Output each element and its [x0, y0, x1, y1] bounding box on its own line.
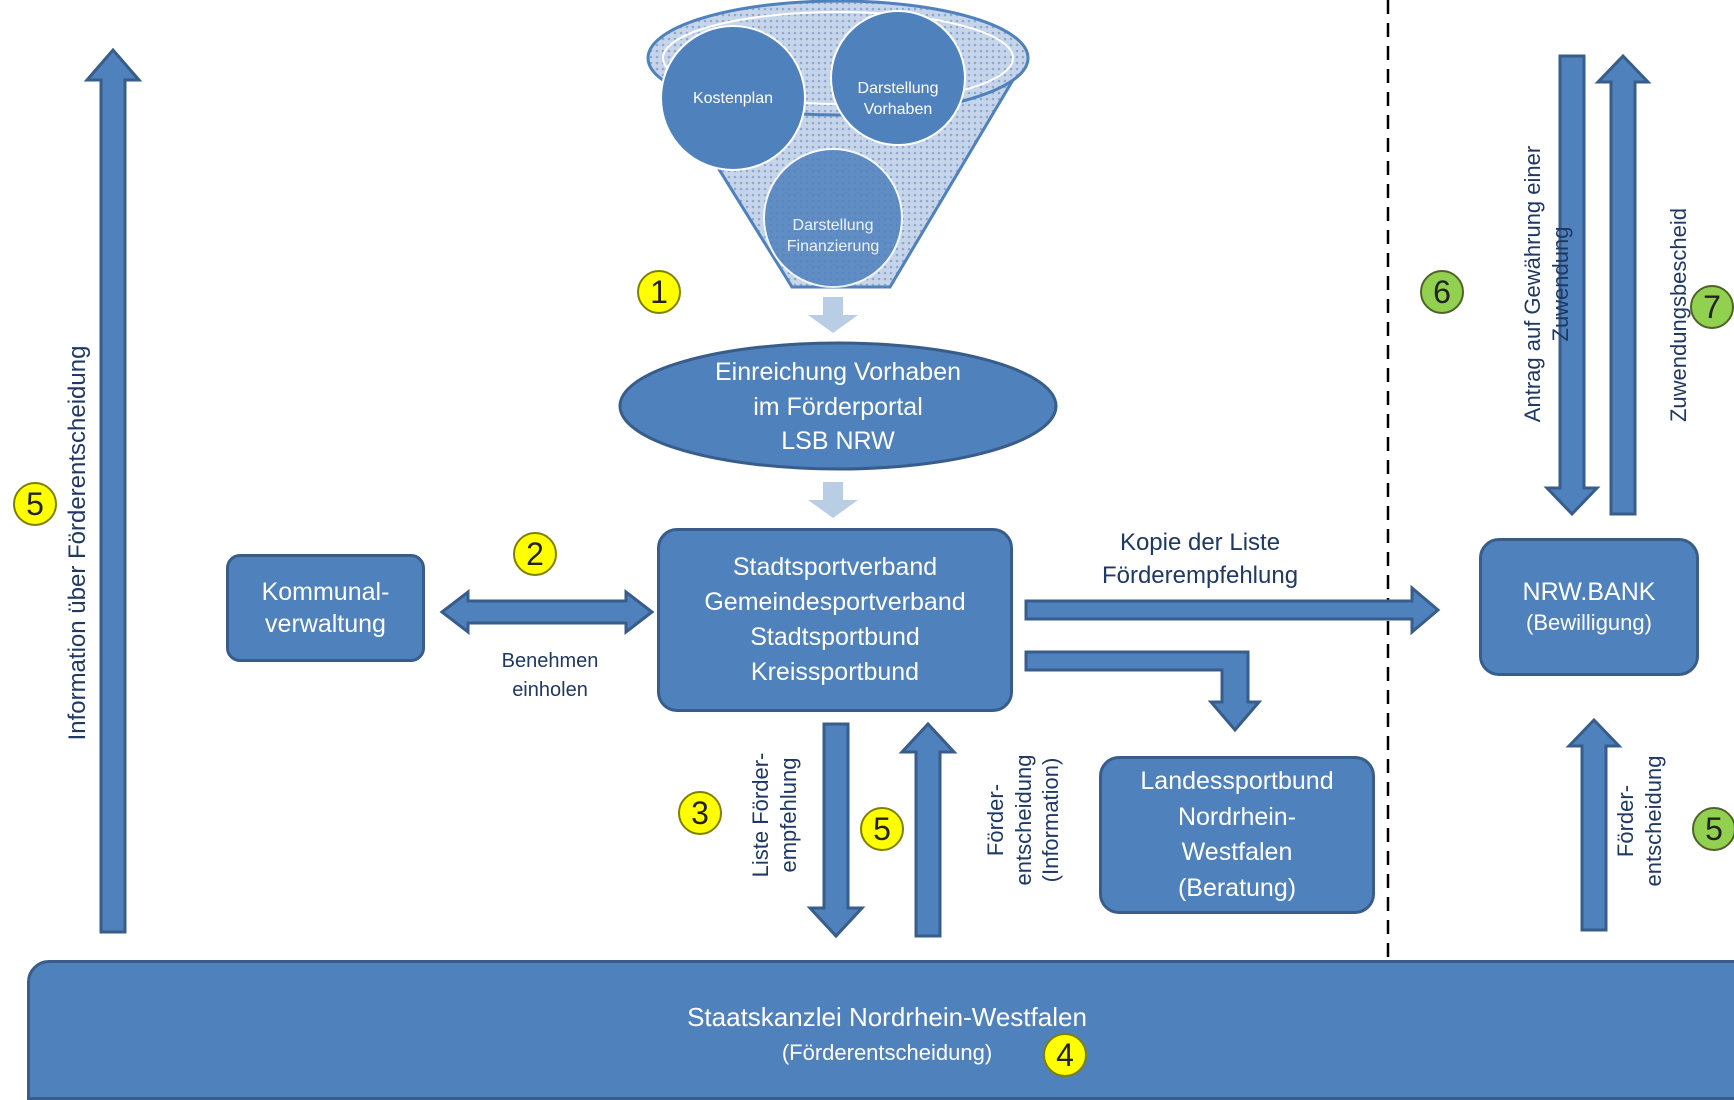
darstellung-vorhaben-label: Darstellung Vorhaben [857, 79, 939, 118]
arrow-liste-down [806, 722, 866, 939]
einreichung-line-1: Einreichung Vorhaben [714, 358, 962, 386]
verband-line-2: Gemeindesportverband [704, 588, 966, 616]
darstellung-finanzierung-label: Darstellung Finanzierung [786, 216, 880, 255]
arrow-foerder-right-up [1565, 717, 1623, 932]
arrow-foerder-info-up [898, 721, 958, 938]
nrwbank-line-1: NRW.BANK [1522, 578, 1656, 607]
einreichung-label: Einreichung Vorhaben im Förderportal LSB… [660, 355, 1016, 459]
foerder-info-line-3: (Information) [1038, 757, 1063, 883]
einreichung-ellipse [618, 341, 1058, 471]
kostenplan-circle [660, 25, 806, 171]
staatskanzlei-line-1: Staatskanzlei Nordrhein-Westfalen [687, 1002, 1087, 1032]
kommunal-line-2: verwaltung [265, 610, 386, 638]
foerder-right-line-2: entscheidung [1640, 755, 1666, 887]
foerder-info-line-2: entscheidung [1010, 754, 1036, 886]
step-badge-5-center: 5 [860, 807, 904, 851]
landessportbund-line-4: (Beratung) [1177, 873, 1297, 902]
arrow-zuwendungsbescheid-up [1594, 53, 1652, 516]
information-vertical-label: Information über Förderentscheidung [64, 345, 91, 741]
funnel-graphic [646, 0, 1030, 289]
kommunalverwaltung-box: Kommunal- verwaltung [226, 554, 425, 662]
step-badge-2: 2 [513, 532, 557, 576]
arrow-information-up [83, 47, 143, 934]
landessportbund-line-1: Landessportbund [1140, 767, 1334, 795]
foerder-info-line-1: Förder- [983, 783, 1008, 857]
landessportbund-line-2: Nordrhein- [1177, 802, 1297, 831]
step-badge-6: 6 [1420, 270, 1464, 314]
benehmen-line-1: Benehmen [501, 650, 599, 672]
darstellung-finanzierung-circle [763, 148, 903, 288]
arrow-benehmen-double [439, 588, 655, 636]
kopie-line-1: Kopie der Liste [1119, 529, 1281, 556]
arrow-antrag-down [1543, 54, 1601, 517]
verband-line-4: Kreissportbund [750, 658, 920, 686]
step-badge-3: 3 [678, 791, 722, 835]
staatskanzlei-line-2: (Förderentscheidung) [781, 1039, 993, 1065]
antrag-line-1: Antrag auf Gewährung einer [1520, 145, 1545, 423]
zuwendungsbescheid-vertical-label: Zuwendungsbescheid [1666, 207, 1691, 423]
step-badge-4: 4 [1043, 1033, 1087, 1077]
foerder-right-line-1: Förder- [1613, 784, 1638, 858]
kommunal-line-1: Kommunal- [261, 577, 390, 606]
step-badge-7: 7 [1690, 285, 1734, 329]
einreichung-line-2: im Förderportal [753, 392, 923, 421]
connector-arrow-einreichung [808, 482, 858, 518]
benehmen-line-2: einholen [512, 679, 588, 701]
liste-line-1: Liste Förder- [748, 752, 773, 878]
liste-line-2: empfehlung [775, 757, 801, 873]
kopie-label: Kopie der Liste Förderempfehlung [1060, 526, 1340, 592]
liste-vertical-label: Liste Förder- empfehlung [747, 735, 809, 895]
step-badge-1: 1 [637, 270, 681, 314]
kopie-line-2: Förderempfehlung [1101, 562, 1299, 590]
step-badge-5-right: 5 [1692, 807, 1734, 851]
verband-line-3: Stadtsportbund [750, 623, 920, 651]
einreichung-line-3: LSB NRW [781, 427, 895, 455]
foerder-info-vertical-label: Förder- entscheidung (Information) [982, 738, 1074, 902]
kostenplan-label: Kostenplan [692, 90, 774, 107]
landessportbund-box: Landessportbund Nordrhein- Westfalen (Be… [1099, 756, 1375, 914]
nrwbank-line-2: (Bewilligung) [1526, 609, 1652, 635]
antrag-vertical-label: Antrag auf Gewährung einer Zuwendung [1519, 114, 1581, 454]
antrag-line-2: Zuwendung [1547, 226, 1573, 342]
sportverband-box: Stadtsportverband Gemeindesportverband S… [657, 528, 1013, 712]
benehmen-label: Benehmen einholen [470, 647, 630, 705]
connector-arrow-funnel [808, 297, 858, 333]
darstellung-vorhaben-circle [830, 10, 966, 146]
landessportbund-line-3: Westfalen [1181, 838, 1293, 866]
verband-line-1: Stadtsportverband [732, 553, 938, 581]
arrow-landessportbund [1024, 650, 1263, 733]
arrow-kopie-right [1024, 584, 1441, 636]
staatskanzlei-bar: Staatskanzlei Nordrhein-Westfalen (Förde… [27, 960, 1734, 1100]
step-badge-5-left: 5 [13, 482, 57, 526]
nrwbank-box: NRW.BANK (Bewilligung) [1479, 538, 1699, 676]
foerder-right-vertical-label: Förder- entscheidung [1612, 746, 1674, 896]
